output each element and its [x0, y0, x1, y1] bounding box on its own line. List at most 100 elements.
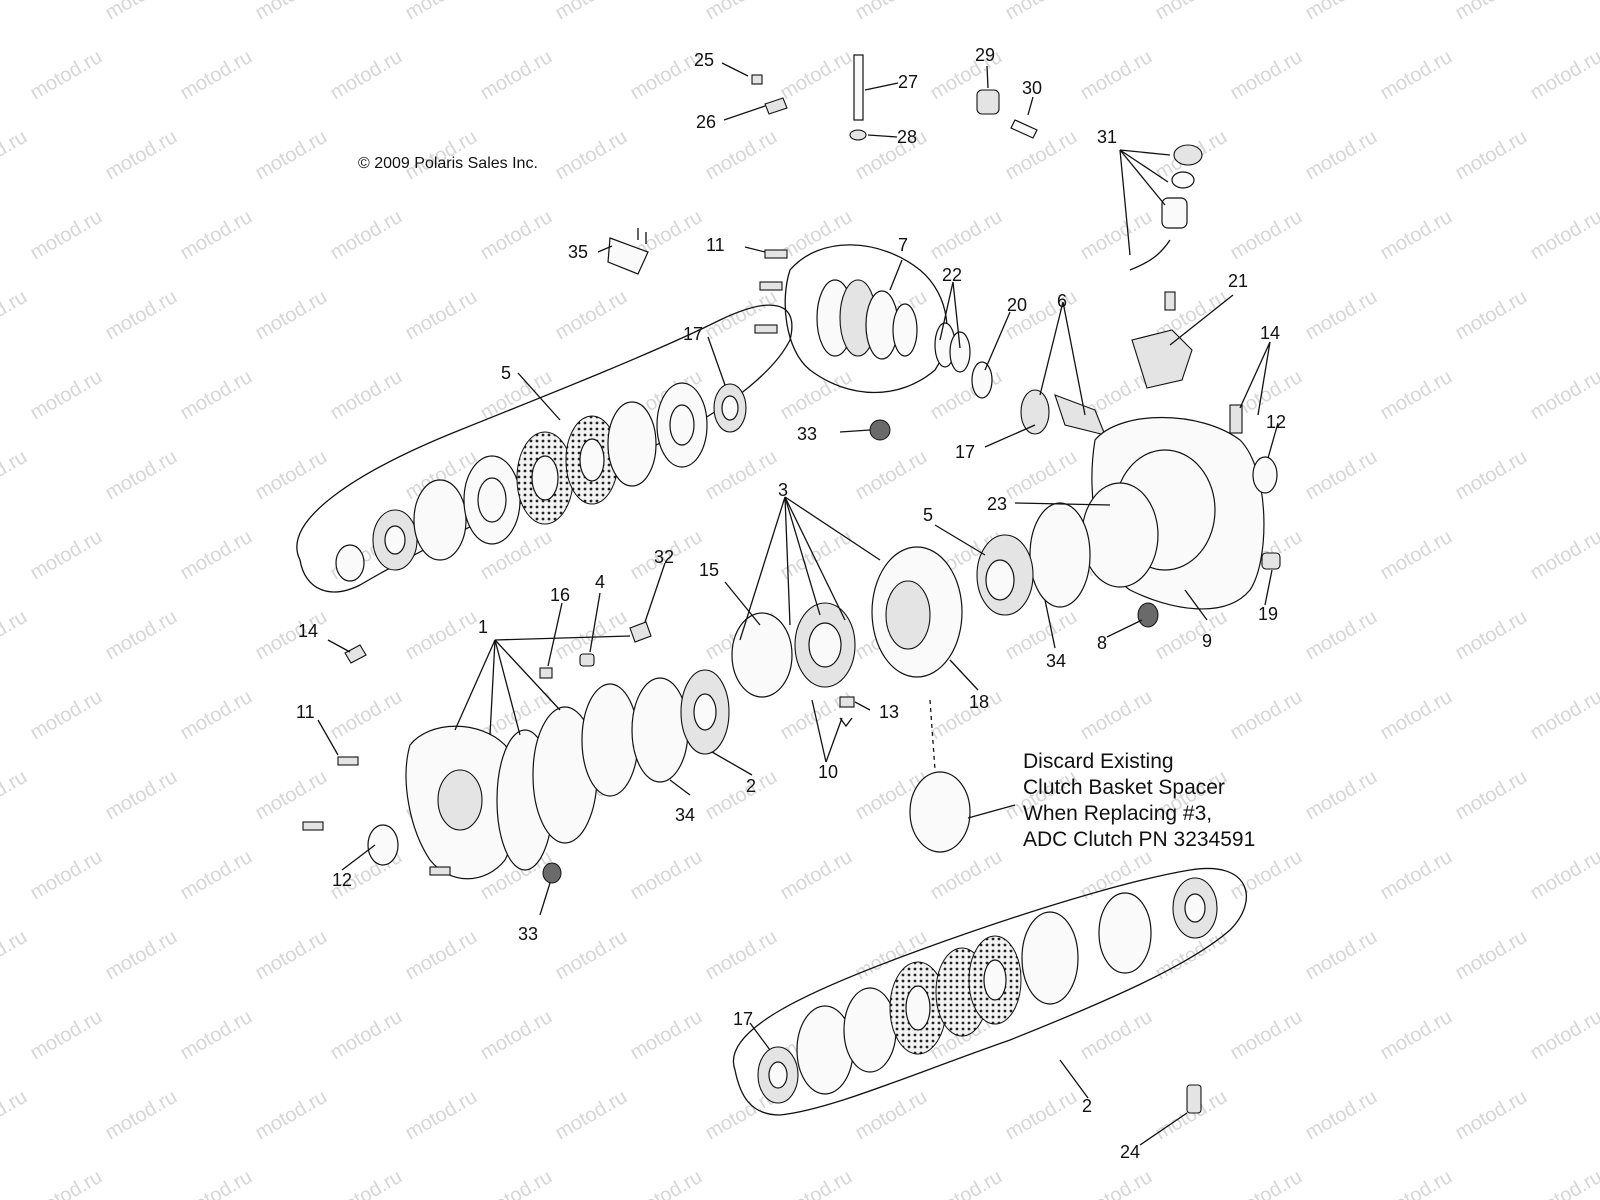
watermark-text: motod.ru [1452, 286, 1531, 345]
part-19-plug [1261, 552, 1281, 570]
watermark-text: motod.ru [0, 1086, 31, 1145]
watermark-text: motod.ru [1527, 46, 1600, 105]
part-34-thrust-washer-right [1029, 502, 1091, 608]
watermark-text: motod.ru [177, 46, 256, 105]
watermark-text: motod.ru [552, 126, 631, 185]
part-30-pin [1010, 119, 1038, 139]
watermark-text: motod.ru [1302, 926, 1381, 985]
watermark-text: motod.ru [1227, 686, 1306, 745]
callout-29: 29 [975, 45, 995, 65]
watermark-text: motod.ru [1302, 606, 1381, 665]
watermark-text: motod.ru [1077, 46, 1156, 105]
part-11-bolt-top-b [759, 281, 783, 291]
watermark-text: motod.ru [252, 126, 331, 185]
watermark-text: motod.ru [1527, 1166, 1600, 1200]
callout-19: 19 [1258, 604, 1278, 624]
note-line-3: When Replacing #3, [1023, 802, 1212, 825]
lower-pack-retainer [1098, 892, 1152, 974]
callout-9: 9 [1202, 631, 1212, 651]
watermark-text: motod.ru [1377, 46, 1456, 105]
part-11-bolt-left-c [429, 866, 451, 876]
callout-34-right: 34 [1046, 651, 1066, 671]
watermark-text: motod.ru [1077, 686, 1156, 745]
lower-pack-plate-2 [843, 987, 897, 1073]
watermark-text: motod.ru [102, 286, 181, 345]
watermark-text: motod.ru [252, 446, 331, 505]
watermark-text: motod.ru [552, 0, 631, 24]
watermark-text: motod.ru [0, 0, 31, 24]
watermark-text: motod.ru [627, 1166, 706, 1200]
watermark-text: motod.ru [327, 366, 406, 425]
watermark-text: motod.ru [252, 0, 331, 24]
watermark-text: motod.ru [627, 1006, 706, 1065]
watermark-text: motod.ru [177, 366, 256, 425]
watermark-text: motod.ru [777, 46, 856, 105]
part-32-bracket [629, 621, 652, 643]
lower-clutch-pack-group [732, 867, 1247, 1116]
watermark-text: motod.ru [1377, 846, 1456, 905]
watermark-text: motod.ru [27, 526, 106, 585]
part-27-pin [853, 54, 864, 121]
watermark-text: motod.ru [402, 286, 481, 345]
part-23-oring [1081, 482, 1159, 588]
watermark-text: motod.ru [477, 1006, 556, 1065]
watermark-text: motod.ru [1377, 526, 1456, 585]
watermark-text: motod.ru [852, 446, 931, 505]
watermark-text: motod.ru [1302, 126, 1381, 185]
watermark-text: motod.ru [702, 446, 781, 505]
watermark-text: motod.ru [627, 846, 706, 905]
callout-14-right: 14 [1260, 323, 1280, 343]
callout-18: 18 [969, 692, 989, 712]
watermark-text: motod.ru [0, 606, 31, 665]
part-11-bolt-top-c [754, 324, 778, 334]
watermark-text: motod.ru [1452, 926, 1531, 985]
watermark-text: motod.ru [777, 846, 856, 905]
watermark-text: motod.ru [1302, 446, 1381, 505]
watermark-text: motod.ru [177, 526, 256, 585]
part-12-seal-right [1252, 456, 1278, 494]
watermark-text: motod.ru [1377, 206, 1456, 265]
watermark-text: motod.ru [27, 206, 106, 265]
watermark-text: motod.ru [402, 926, 481, 985]
part-11-bolt-left-a [337, 756, 359, 766]
watermark-text: motod.ru [102, 0, 181, 24]
watermark-text: motod.ru [1227, 46, 1306, 105]
part-28-washer [849, 129, 867, 141]
part-14-fitting-left [344, 644, 367, 664]
watermark-text: motod.ru [702, 766, 781, 825]
part-20-ring [971, 361, 993, 399]
watermark-text: motod.ru [1377, 1166, 1456, 1200]
watermark-text: motod.ru [327, 686, 406, 745]
callout-27: 27 [898, 72, 918, 92]
callout-14-left: 14 [298, 621, 318, 641]
watermark-text: motod.ru [402, 0, 481, 24]
watermark-text: motod.ru [0, 126, 31, 185]
callout-11-left: 11 [296, 702, 315, 722]
watermark-text: motod.ru [1527, 686, 1600, 745]
watermark-text: motod.ru [1452, 1086, 1531, 1145]
callout-7: 7 [898, 235, 908, 255]
discard-spacer-note: Discard Existing Clutch Basket Spacer Wh… [1023, 750, 1255, 851]
part-21-bolt [1164, 291, 1176, 311]
watermark-text: motod.ru [1227, 206, 1306, 265]
callout-33-bottom: 33 [518, 924, 538, 944]
callout-10: 10 [818, 762, 838, 782]
callout-2-lower: 2 [1082, 1096, 1092, 1116]
callout-16: 16 [550, 585, 570, 605]
part-16-pin [539, 667, 553, 679]
watermark-text: motod.ru [27, 46, 106, 105]
watermark-text: motod.ru [477, 206, 556, 265]
upper-pack-plate-1 [413, 479, 467, 561]
main-case-group [869, 291, 1281, 678]
callout-4: 4 [595, 572, 605, 592]
watermark-text: motod.ru [102, 446, 181, 505]
upper-clutch-pack-group [296, 304, 793, 593]
part-22-shim-2 [949, 331, 971, 373]
watermark-text: motod.ru [477, 366, 556, 425]
watermark-text: motod.ru [27, 366, 106, 425]
watermark-text: motod.ru [852, 0, 931, 24]
callout-24: 24 [1120, 1142, 1140, 1162]
callout-30: 30 [1022, 78, 1042, 98]
